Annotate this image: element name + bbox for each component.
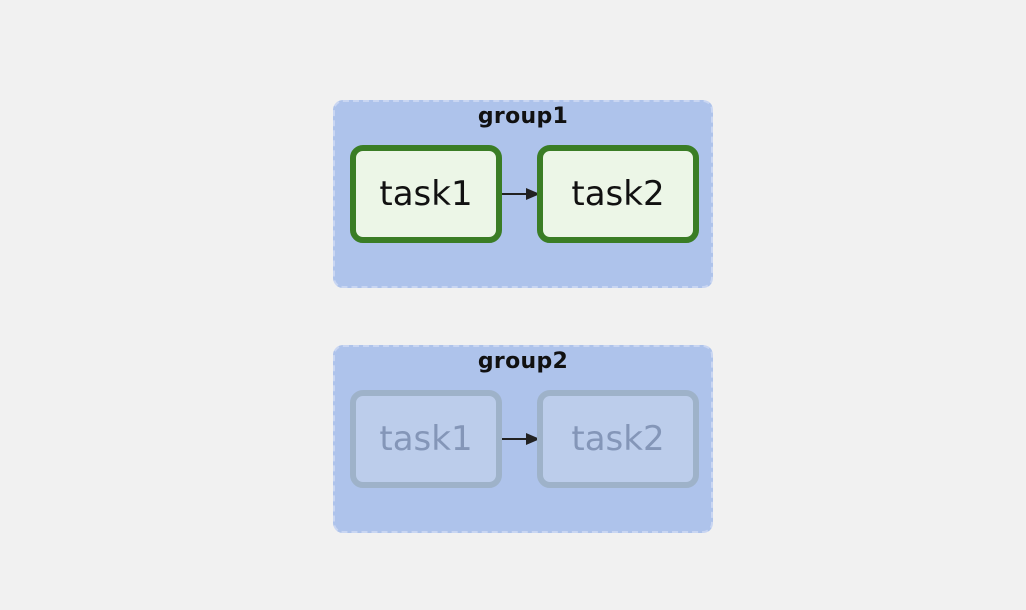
group-1-arrow xyxy=(502,188,540,200)
group-1-task-2-label: task2 xyxy=(571,174,665,214)
group-1[interactable]: group1 task1 task2 xyxy=(333,100,713,288)
group-2-arrow xyxy=(502,433,540,445)
group-2-task-2[interactable]: task2 xyxy=(537,390,699,488)
group-1-task-2[interactable]: task2 xyxy=(537,145,699,243)
group-2-task-1[interactable]: task1 xyxy=(350,390,502,488)
group-1-task-1-label: task1 xyxy=(379,174,473,214)
group-1-label: group1 xyxy=(477,104,569,129)
group-2-task-2-label: task2 xyxy=(571,419,665,459)
group-1-task-1[interactable]: task1 xyxy=(350,145,502,243)
group-2-label: group2 xyxy=(477,349,569,374)
group-2-task-1-label: task1 xyxy=(379,419,473,459)
group-2[interactable]: group2 task1 task2 xyxy=(333,345,713,533)
